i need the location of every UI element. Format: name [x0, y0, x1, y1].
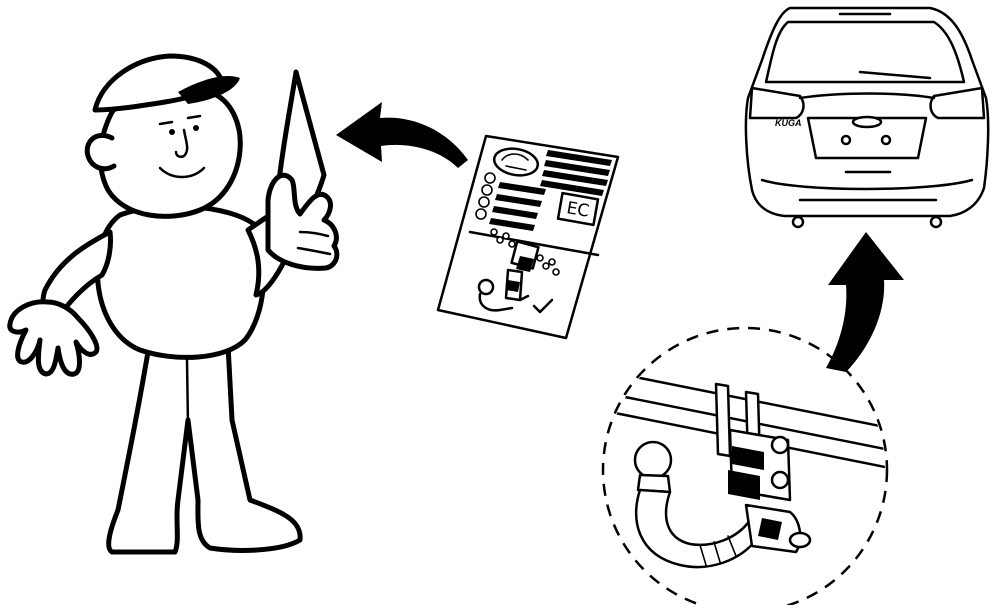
sheet-wrench-checkmark: [518, 294, 554, 314]
bolt-lower: [770, 470, 790, 490]
sheet-text-block-middle: [489, 182, 546, 231]
arrow-up-icon: [826, 232, 904, 372]
model-badge: KUGA: [775, 118, 802, 128]
arrow-left-icon: [336, 102, 468, 168]
arrow-towbar-to-vehicle: [826, 232, 904, 372]
plate-lamp-right: [880, 134, 892, 146]
mechanic-left-hand: [7, 299, 100, 377]
cap-visor: [178, 75, 240, 104]
ec-mark-box: [556, 191, 600, 227]
rear-wiper: [858, 70, 932, 80]
mechanic-eyebrows: [158, 114, 202, 126]
bolt-upper: [770, 435, 790, 455]
mechanic-eye-right: [193, 125, 199, 131]
tow-mount-left: [791, 215, 805, 229]
sheet-language-icons: [475, 172, 496, 220]
tow-mount-right: [929, 215, 943, 229]
towbar-badge-icon: [492, 147, 540, 177]
detail-circle-dashed: [601, 326, 889, 605]
tail-light-left: [748, 86, 805, 120]
ec-certification-mark: EC: [565, 198, 591, 222]
mechanic-eye-left: [169, 129, 175, 135]
mechanic-right-hand: [265, 172, 340, 271]
leg-crease: [185, 358, 190, 427]
sheet-text-block-top: [540, 150, 612, 196]
sheet-exploded-parts-diagram: [477, 228, 560, 314]
brand-oval-badge: [851, 115, 883, 129]
lock-key: [788, 531, 812, 549]
mechanic-smile: [158, 166, 206, 179]
mechanic-figure: [7, 53, 340, 555]
sheet-divider: [468, 230, 600, 257]
rear-windshield: [764, 20, 966, 84]
mechanic-ear: [84, 132, 117, 172]
license-plate-recess: [806, 116, 928, 160]
mechanic-torso: [94, 203, 267, 360]
vehicle-rear-view: KUGA: [744, 6, 990, 229]
mechanic-nose: [174, 128, 189, 159]
arrow-sheet-to-mechanic: [336, 102, 468, 168]
mechanic-legs: [106, 337, 303, 555]
towbar-detail-callout: [601, 326, 889, 605]
tow-ball-neck: [634, 488, 758, 569]
plate-lamp-left: [840, 134, 852, 146]
tail-light-right: [929, 86, 986, 120]
instruction-sheet: EC: [436, 134, 620, 340]
tow-ball: [633, 440, 673, 480]
rear-bumper-line: [760, 178, 974, 191]
